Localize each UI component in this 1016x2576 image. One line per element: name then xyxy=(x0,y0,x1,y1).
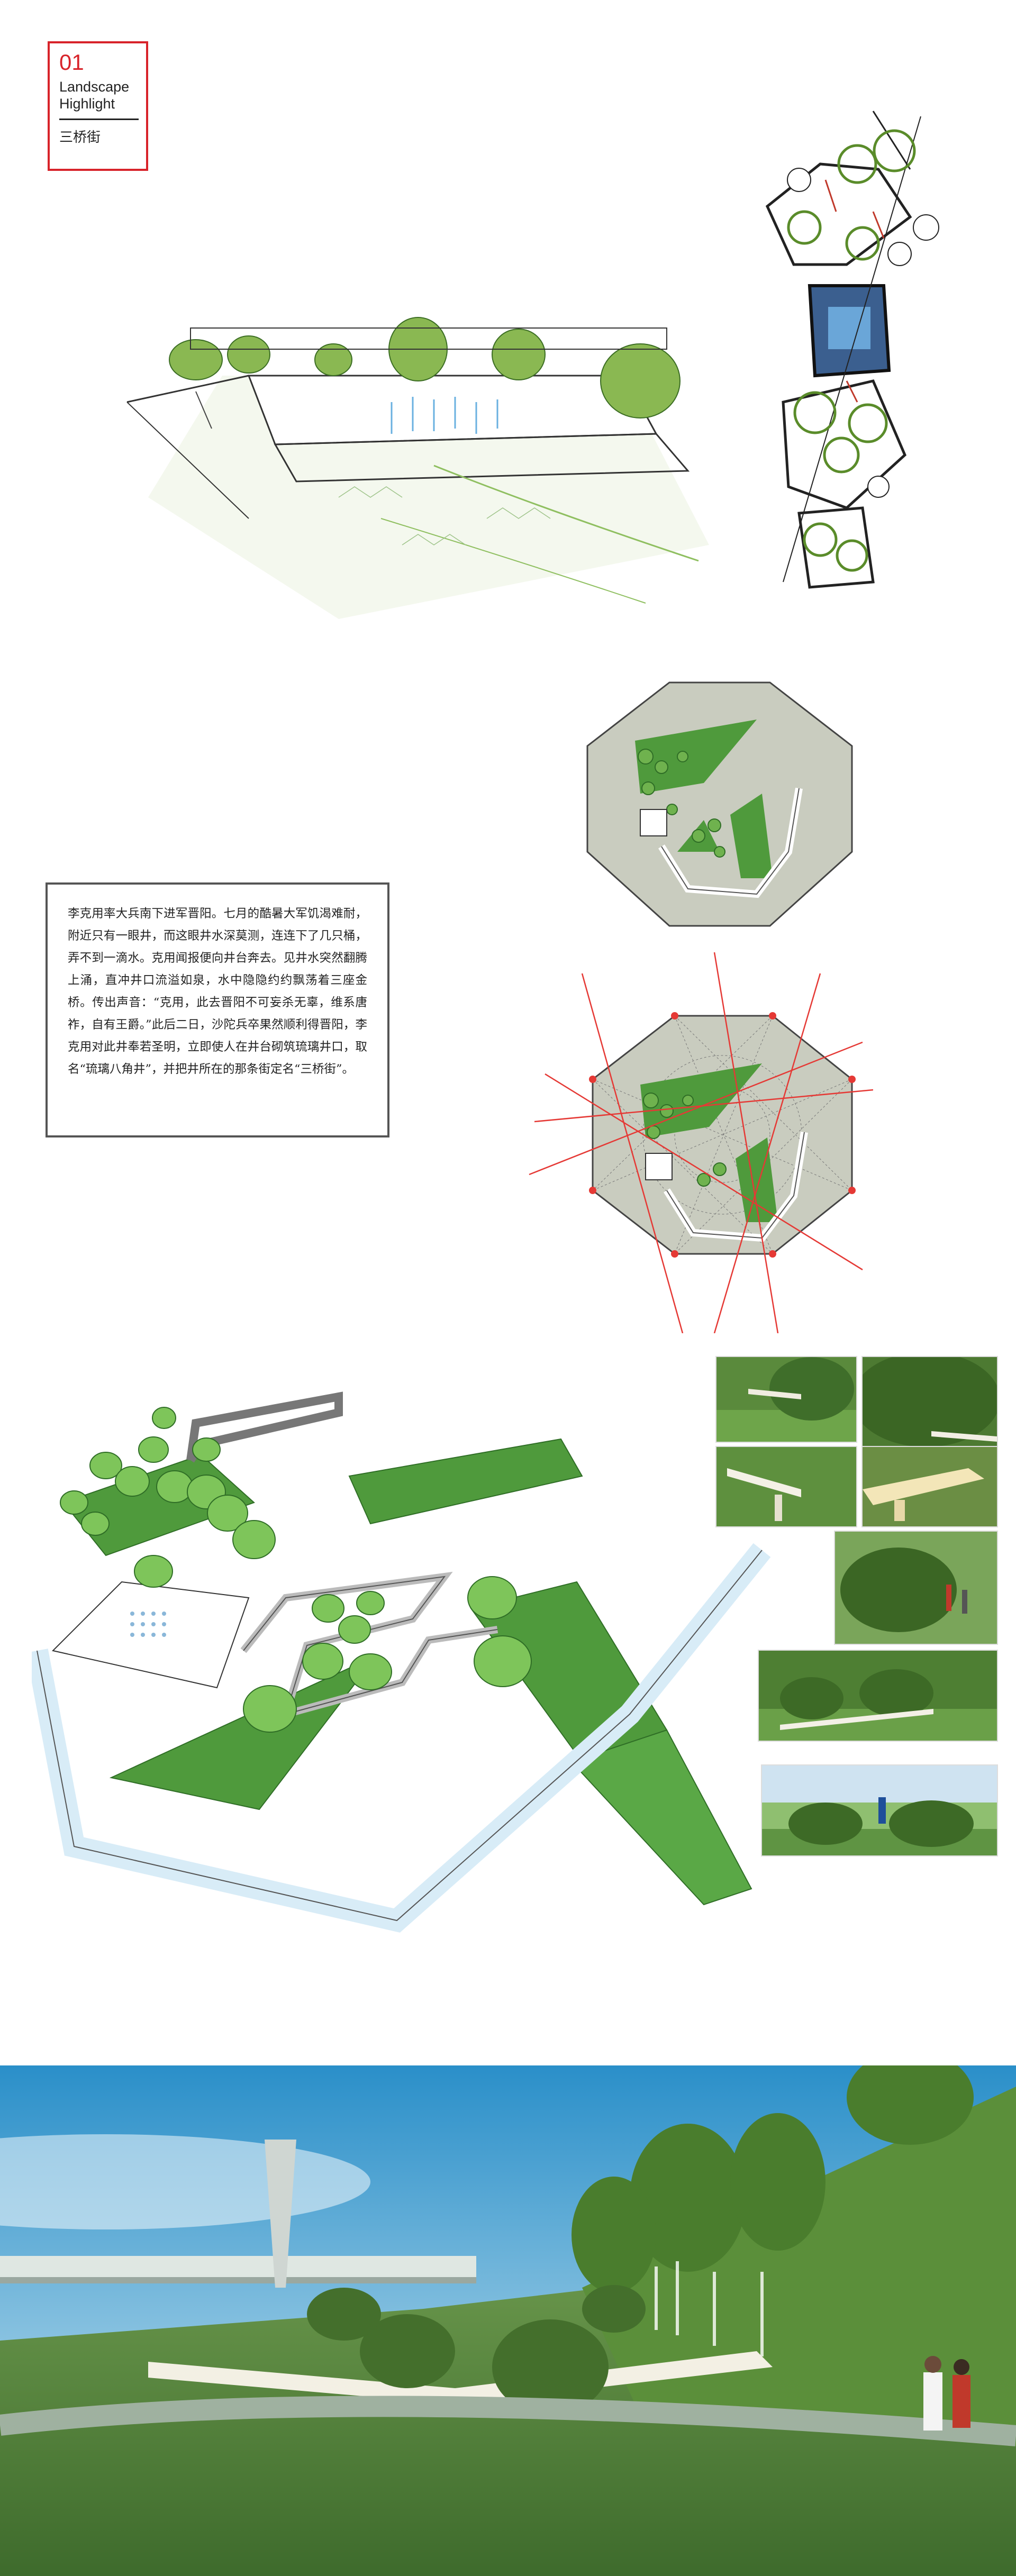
title-line-1: Landscape xyxy=(59,79,130,95)
title-line-2: Highlight xyxy=(59,96,115,112)
reference-photo-7 xyxy=(761,1764,998,1856)
title-divider xyxy=(59,119,139,120)
section-number: 01 xyxy=(59,50,84,75)
story-text: 李克用率大兵南下进军晋阳。七月的酷暑大军饥渴难耐，附近只有一眼井，而这眼井水深莫… xyxy=(68,907,367,1076)
title-box: 01 Landscape Highlight 三桥街 xyxy=(48,41,148,171)
reference-photo-6 xyxy=(758,1650,998,1742)
octagon-plan-diagram xyxy=(582,677,857,931)
concept-sketch xyxy=(751,106,942,598)
landscape-rendering xyxy=(0,2065,1016,2576)
perspective-sketch xyxy=(116,296,730,619)
reference-photo-1 xyxy=(715,1356,857,1443)
reference-photo-3 xyxy=(715,1446,857,1527)
reference-photo-4 xyxy=(861,1446,998,1527)
title-subtitle: 三桥街 xyxy=(59,129,101,145)
reference-photo-5 xyxy=(834,1531,998,1645)
story-box: 李克用率大兵南下进军晋阳。七月的酷暑大军饥渴难耐，附近只有一眼井，而这眼井水深莫… xyxy=(46,882,389,1137)
axonometric-plan xyxy=(32,1386,773,1947)
octagon-geometry-diagram xyxy=(524,952,873,1333)
